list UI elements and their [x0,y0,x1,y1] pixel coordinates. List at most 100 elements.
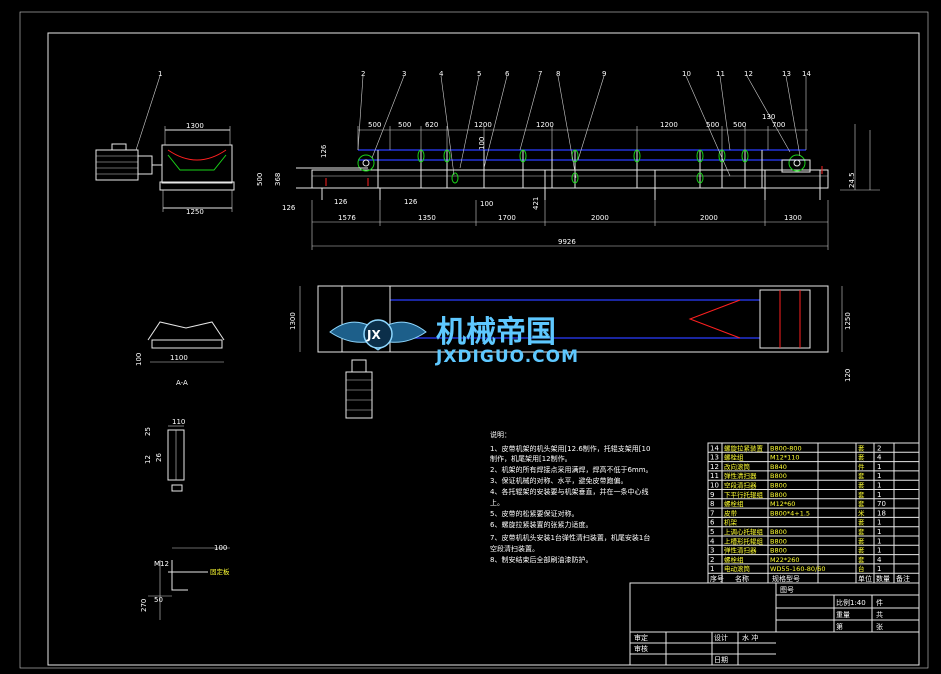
dim-upper-6: 1200 [660,121,678,129]
bom-cell-no: 14 [710,444,719,452]
notes-title: 说明： [490,430,511,439]
bom-cell-no: 4 [710,537,715,545]
bom-cell-qty: 1 [877,491,881,499]
dim-126-d: 126 [404,198,418,206]
anchor-dim-100: 100 [214,544,227,552]
part-number-14: 14 [802,70,811,78]
bom-cell-spec: WD55-160-80/60 [770,565,826,573]
dim-upper-1: 500 [368,121,381,129]
part-number-7: 7 [538,70,542,78]
bom-cell-qty: 1 [877,482,881,490]
idler-width: 1100 [170,354,188,362]
bom-cell-name: 电动滚筒 [724,564,751,573]
bom-cell-no: 12 [710,463,719,471]
bom-cell-spec: B800-800 [770,444,802,452]
plan-view: 1300 1250 120 [289,285,852,419]
anchor-dim-270: 270 [140,599,148,612]
bom-cell-no: 1 [710,565,714,573]
drawn-label: 设计 [714,633,728,642]
bom-cell-name: 下平行托辊组 [724,490,764,499]
bom-cell-qty: 2 [877,444,881,452]
plan-right-dim: 1250 [844,312,852,330]
anchor-tag: 固定板 [210,567,230,576]
part-number-1: 1 [158,70,162,78]
dim-421: 421 [532,197,540,210]
dim-500: 500 [256,173,264,186]
part-number-10: 10 [682,70,691,78]
bom-cell-no: 13 [710,454,719,462]
approved-label: 审定 [634,633,648,642]
logo-name-cn: 机械帝国 [436,315,556,350]
dim-100-b: 100 [480,200,493,208]
bom-cell-unit: 套 [858,481,865,490]
bom-cell-name: 上槽形托辊组 [724,536,764,545]
anchor-detail: 100 M12 固定板 50 270 [140,544,230,620]
title-block: 图号 比例1:40 件 重量 共 第 张 设计 水 冲 审定 审核 日期 [629,582,920,666]
bom-cell-qty: 4 [877,556,882,564]
bom-cell-qty: 1 [877,472,881,480]
inner-frame [47,32,920,666]
bracket-detail: 110 25 12 26 [144,418,185,492]
bom-cell-qty: 4 [877,454,882,462]
part-number-12: 12 [744,70,753,78]
dim-upper-4: 1200 [474,121,492,129]
part-number-13: 13 [782,70,791,78]
bom-cell-no: 10 [710,482,719,490]
bom-cell-qty: 1 [877,519,881,527]
part-number-9: 9 [602,70,606,78]
bom-cell-spec: B800 [770,528,787,536]
note-line-3: 2、机架的所有焊接点采用满焊，焊高不低于6mm。 [490,465,653,474]
dim-lower-2: 1350 [418,214,436,222]
bom-cell-unit: 件 [858,462,865,471]
note-line-4: 3、保证机械的对称、水平，避免皮带跑偏。 [490,476,627,485]
material-label: 重量 [836,611,850,619]
bom-cell-spec: M12*60 [770,500,795,508]
bom-cell-spec: B800*4+1.5 [770,509,810,517]
bom-cell-unit: 套 [858,536,865,545]
bracket-dim-12: 12 [144,455,152,464]
plan-right-small: 120 [844,369,852,382]
drive-width-bottom: 1250 [186,208,204,216]
bom-cell-qty: 18 [877,509,886,517]
sheet-index-label: 第 [836,622,843,631]
bom-cell-spec: B840 [770,463,787,471]
bom-cell-spec: B800 [770,547,787,555]
bom-cell-spec: B800 [770,472,787,480]
bom-cell-unit: 套 [858,443,865,452]
dim-lower-1: 1576 [338,214,356,222]
bom-cell-no: 7 [710,509,714,517]
sheet-label: 张 [876,622,883,631]
bom-header-unit: 单位 [858,574,872,583]
bom-cell-qty: 1 [877,537,881,545]
logo-badge: JX [366,328,381,342]
bom-header-no: 序号 [710,574,724,583]
part-number-11: 11 [716,70,725,78]
bom-cell-spec: B800 [770,537,787,545]
bom-cell-qty: 1 [877,547,881,555]
bom-cell-spec: B800 [770,482,787,490]
note-line-6: 上。 [490,498,504,507]
bom-cell-name: 弹性清扫器 [724,546,757,555]
bom-cell-no: 9 [710,491,714,499]
bom-cell-unit: 套 [858,499,865,508]
bom-header-name: 名称 [735,574,749,583]
bom-cell-unit: 套 [858,471,865,480]
bom-cell-name: 螺栓组 [724,453,744,462]
bom-cell-name: 螺栓组 [724,555,744,564]
bom-cell-unit: 套 [858,453,865,462]
idler-detail: 1100 100 A-A [135,321,225,387]
dim-upper-3: 620 [425,121,438,129]
bom-cell-no: 8 [710,500,714,508]
bom-cell-unit: 米 [858,508,865,517]
note-line-10: 空段清扫装置。 [490,544,539,553]
dim-overall-length: 9926 [558,238,576,246]
bom-cell-no: 3 [710,547,714,555]
bom-header-spec: 规格型号 [772,574,800,583]
bom-cell-unit: 套 [858,490,865,499]
bracket-dim-26: 26 [155,453,163,462]
dim-lower-4: 2000 [591,214,609,222]
bom-cell-unit: 套 [858,527,865,536]
bom-cell-name: 上调心托辊组 [724,527,764,536]
